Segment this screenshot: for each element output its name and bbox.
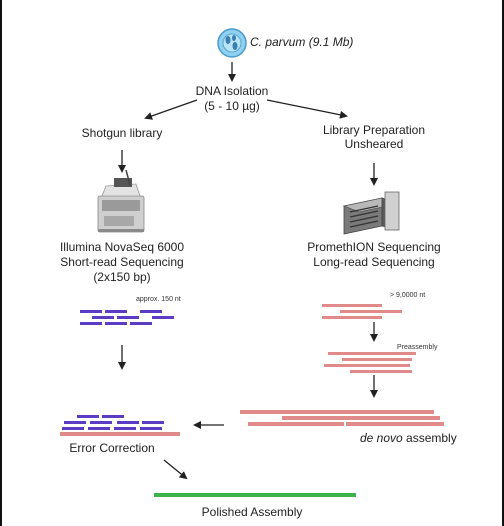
long-read-bar bbox=[370, 416, 440, 420]
short-read-bar bbox=[140, 427, 162, 430]
promethion-label: PromethION Sequencing bbox=[307, 240, 441, 254]
short-read-length-note: approx. 150 nt bbox=[136, 296, 181, 303]
preassembly-label: Preassembly bbox=[397, 344, 438, 351]
short-reads bbox=[80, 310, 174, 325]
short-read-bar bbox=[105, 322, 127, 325]
short-read-bar bbox=[80, 310, 102, 313]
short-read-bar bbox=[105, 310, 127, 313]
long-read-bar bbox=[324, 364, 410, 367]
dna-isolation-amount: (5 - 10 µg) bbox=[204, 99, 260, 113]
short-read-bar bbox=[90, 421, 112, 424]
promethion-sequencer-icon bbox=[342, 191, 400, 235]
correction-short-reads bbox=[62, 415, 164, 430]
cell-icon bbox=[217, 28, 247, 58]
short-read-bar bbox=[117, 421, 139, 424]
short-read-bar bbox=[130, 322, 152, 325]
long-read-bar bbox=[340, 310, 402, 313]
assembly-text: assembly bbox=[402, 431, 457, 445]
arrow-correction-to-polished bbox=[163, 459, 188, 480]
long-read-bar bbox=[240, 410, 336, 414]
read-length-label: (2x150 bp) bbox=[93, 270, 151, 284]
organism-label: C. parvum (9.1 Mb) bbox=[250, 35, 353, 50]
correction-reference-bar bbox=[60, 432, 180, 436]
short-read-bar bbox=[142, 421, 164, 424]
long-read-bar bbox=[342, 358, 412, 361]
de-novo-text: de novo bbox=[360, 431, 403, 445]
organism-name: C. parvum bbox=[250, 35, 306, 49]
short-read-bar bbox=[88, 427, 110, 430]
short-read-bar bbox=[62, 427, 84, 430]
long-read-bar bbox=[322, 304, 382, 307]
long-read-bar bbox=[282, 416, 370, 420]
long-read-bar bbox=[336, 410, 434, 414]
arrow-isolation-to-library bbox=[266, 99, 348, 119]
de-novo-assembly-reads bbox=[240, 410, 444, 426]
illumina-label: Illumina NovaSeq 6000 bbox=[59, 240, 185, 254]
preassembly-reads bbox=[324, 352, 416, 373]
long-read-bar bbox=[350, 370, 412, 373]
short-read-bar bbox=[140, 310, 162, 313]
long-read-bar bbox=[346, 422, 444, 426]
library-prep-label: Library Preparation bbox=[322, 123, 426, 137]
short-read-bar bbox=[114, 427, 136, 430]
long-read-bar bbox=[248, 422, 344, 426]
dna-isolation-title: DNA Isolation bbox=[195, 84, 269, 98]
long-read-length-note: > 9,0000 nt bbox=[390, 292, 426, 299]
polished-assembly-bar bbox=[154, 493, 356, 497]
short-read-bar bbox=[77, 415, 99, 418]
long-read-label: Long-read Sequencing bbox=[313, 255, 435, 269]
long-reads bbox=[322, 304, 402, 319]
library-unsheared-label: Unsheared bbox=[344, 137, 404, 151]
short-read-bar bbox=[117, 316, 139, 319]
illumina-sequencer-icon bbox=[97, 169, 145, 233]
short-read-bar bbox=[80, 322, 102, 325]
short-read-label: Short-read Sequencing bbox=[60, 255, 184, 269]
error-correction-label: Error Correction bbox=[69, 441, 155, 455]
short-read-bar bbox=[152, 316, 174, 319]
polished-assembly-label: Polished Assembly bbox=[201, 505, 303, 519]
long-read-bar bbox=[322, 316, 382, 319]
short-read-bar bbox=[64, 421, 86, 424]
arrow-isolation-to-shotgun bbox=[144, 99, 198, 120]
long-read-bar bbox=[328, 352, 416, 355]
short-read-bar bbox=[102, 415, 124, 418]
short-read-bar bbox=[92, 316, 114, 319]
shotgun-library-label: Shotgun library bbox=[81, 126, 163, 140]
de-novo-assembly-label: de novo assembly bbox=[360, 431, 457, 446]
organism-genome-size: (9.1 Mb) bbox=[308, 35, 354, 49]
